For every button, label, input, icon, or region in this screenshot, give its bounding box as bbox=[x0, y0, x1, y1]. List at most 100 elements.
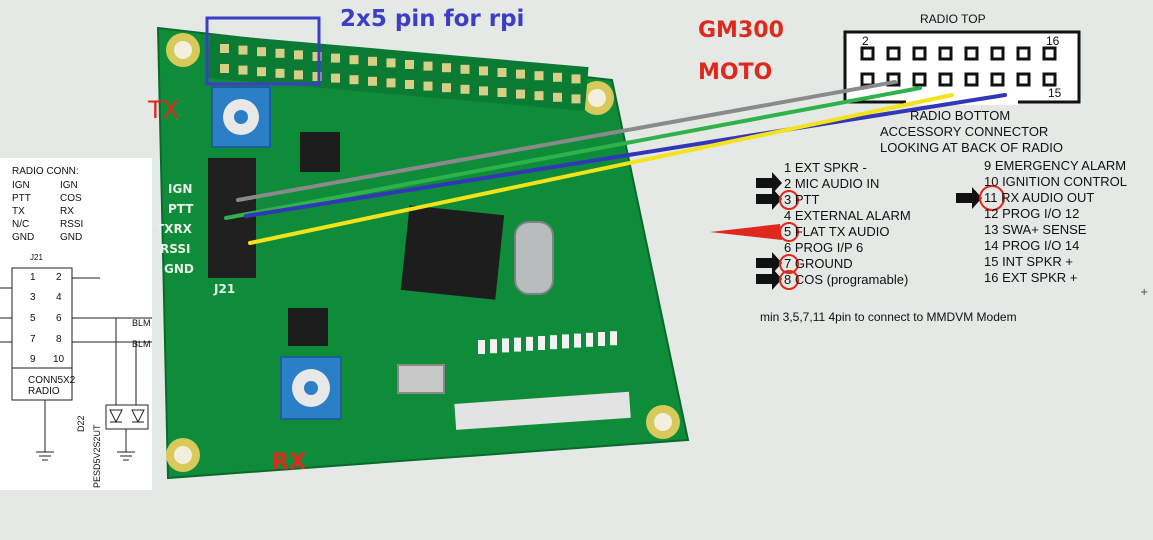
connector-pin bbox=[938, 46, 953, 61]
gpio-pin bbox=[238, 45, 248, 55]
led bbox=[490, 339, 497, 354]
wire-blue bbox=[244, 93, 1007, 218]
gpio-pin bbox=[312, 72, 322, 81]
schematic-pin-4: 4 bbox=[56, 292, 62, 303]
connector-pin bbox=[886, 46, 901, 61]
connector-bottom-line-1: RADIO BOTTOM bbox=[910, 108, 1011, 123]
arrow-rx-audio-icon bbox=[956, 187, 982, 209]
schematic-row-4-right: RSSI bbox=[60, 219, 84, 230]
connector-pin bbox=[1016, 72, 1031, 87]
schematic-conn-sub: RADIO bbox=[28, 386, 60, 397]
gpio-pin bbox=[460, 84, 470, 94]
schematic-row-5-left: GND bbox=[12, 232, 35, 243]
schematic-row-2-right: COS bbox=[60, 193, 82, 204]
wires bbox=[224, 80, 1007, 245]
connector-bottom-line-2: ACCESSORY CONNECTOR bbox=[880, 124, 1049, 139]
gpio-pin bbox=[275, 48, 285, 58]
schematic-diode-part: PESD5V2S2UT bbox=[92, 424, 102, 488]
gpio-pin bbox=[405, 60, 414, 69]
connector-pin bbox=[1042, 46, 1057, 61]
arrow-ptt-icon bbox=[756, 188, 782, 210]
gpio-pin bbox=[349, 75, 359, 85]
connector-pin bbox=[938, 72, 953, 87]
gpio-pin bbox=[553, 72, 562, 82]
gpio-pin bbox=[534, 71, 544, 81]
circle-pin8-icon bbox=[779, 270, 799, 290]
connector-pin-15-label: 15 bbox=[1048, 86, 1062, 100]
pin-4-label: 4 EXTERNAL ALARM bbox=[784, 208, 911, 223]
led bbox=[586, 332, 593, 347]
gpio-pin bbox=[423, 61, 433, 71]
schematic-row-3-left: TX bbox=[12, 206, 25, 217]
schematic-drawing bbox=[0, 267, 152, 461]
potentiometer-rx bbox=[280, 356, 342, 420]
gpio-pin bbox=[571, 94, 581, 104]
led bbox=[538, 336, 545, 350]
mounting-holes bbox=[166, 33, 680, 472]
silk-ptt: PTT bbox=[168, 202, 194, 216]
gpio-pin bbox=[516, 89, 525, 99]
gpio-pin bbox=[442, 83, 451, 93]
gpio-pin bbox=[275, 68, 285, 78]
gpio-pin bbox=[220, 64, 229, 73]
arrow-ground-icon bbox=[756, 252, 782, 274]
pin-markers bbox=[710, 172, 1005, 290]
circle-pin3-icon bbox=[779, 190, 799, 210]
gpio-pin bbox=[312, 52, 322, 61]
gpio-pin bbox=[386, 78, 396, 88]
schematic-row-4-left: N/C bbox=[12, 219, 30, 230]
mcu-chip bbox=[400, 205, 505, 300]
gpio-pin bbox=[571, 74, 581, 84]
gpio-pin bbox=[497, 68, 507, 77]
gpio-pin bbox=[534, 91, 544, 101]
pin-16-label: 16 EXT SPKR + bbox=[984, 270, 1078, 285]
potentiometer-tx bbox=[211, 86, 271, 148]
schematic-row-5-right: GND bbox=[60, 232, 83, 243]
gpio-pin bbox=[553, 92, 562, 102]
silk-rssi: RSSI bbox=[160, 242, 191, 256]
gpio-pin bbox=[516, 69, 525, 79]
oscillator bbox=[397, 364, 445, 394]
schematic-pin-6: 6 bbox=[56, 313, 62, 324]
schematic-conn-label: CONN5X2 bbox=[28, 375, 76, 386]
pin-14-label: 14 PROG I/O 14 bbox=[984, 238, 1080, 253]
circle-pin5-icon bbox=[779, 222, 799, 242]
connector-pin bbox=[990, 46, 1005, 61]
connection-note: min 3,5,7,11 4pin to connect to MMDVM Mo… bbox=[760, 310, 1017, 324]
led bbox=[478, 340, 485, 354]
rx-label: RX bbox=[272, 450, 306, 475]
pin-10-label: 10 IGNITION CONTROL bbox=[984, 174, 1128, 189]
connector-bottom-line-3: LOOKING AT BACK OF RADIO bbox=[880, 140, 1064, 155]
circle-pin7-icon bbox=[779, 254, 799, 274]
gpio-pin bbox=[368, 76, 377, 86]
pin-13-label: 13 SWA+ SENSE bbox=[984, 222, 1087, 237]
gpio-pin bbox=[257, 67, 266, 77]
connector-pin bbox=[1016, 46, 1031, 61]
schematic-diode-ref: D22 bbox=[76, 415, 86, 432]
red-pointer-icon bbox=[710, 224, 782, 240]
pin-3-label: 3 PTT bbox=[784, 192, 820, 207]
gpio-pin bbox=[257, 47, 266, 57]
gpio-pin bbox=[238, 65, 248, 75]
silk-gnd: GND bbox=[164, 262, 194, 276]
gpio-pin bbox=[331, 53, 340, 63]
schematic-net-1: BLM bbox=[132, 318, 151, 328]
page-title: 2x5 pin for rpi bbox=[340, 6, 525, 32]
gpio-pin bbox=[479, 86, 488, 96]
connector-pin-16-label: 16 bbox=[1046, 34, 1060, 48]
j21-silk-label: J21 bbox=[214, 282, 236, 296]
schematic-pin-3: 3 bbox=[30, 292, 36, 303]
pin-5-label: 5 FLAT TX AUDIO bbox=[784, 224, 890, 239]
wire-gray bbox=[236, 80, 897, 202]
pin-7-label: 7 GROUND bbox=[784, 256, 853, 271]
radio-top-label: RADIO TOP bbox=[920, 12, 986, 26]
regulator-chip bbox=[300, 132, 340, 172]
circle-pin11-icon bbox=[979, 185, 1005, 211]
radio-model-gm300: GM300 bbox=[698, 18, 784, 43]
crystal bbox=[514, 221, 554, 295]
connector-pin bbox=[886, 72, 901, 87]
gpio-pin bbox=[294, 50, 303, 60]
led bbox=[526, 336, 533, 351]
pin-12-label: 12 PROG I/O 12 bbox=[984, 206, 1080, 221]
led bbox=[514, 337, 521, 352]
